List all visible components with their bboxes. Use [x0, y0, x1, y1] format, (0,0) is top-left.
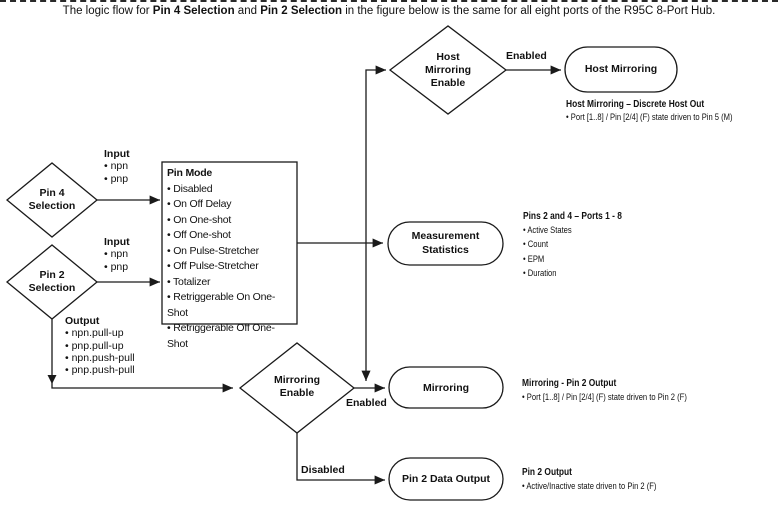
host-mirroring-annotation: Host Mirroring – Discrete Host Out • Por…: [566, 98, 733, 124]
disabled-tag: Disabled: [301, 464, 345, 476]
pin-mode-item: • Disabled: [167, 182, 213, 195]
annotation-item: • Active/Inactive state driven to Pin 2 …: [522, 480, 657, 492]
output-header: Output: [65, 315, 100, 327]
pin-2-selection-label: Pin 2 Selection: [7, 269, 97, 295]
host-mirroring-enable-label: Host Mirroring Enable: [398, 51, 498, 90]
hme-line2: Mirroring: [424, 64, 472, 76]
annotation-item: • Active States: [523, 224, 572, 236]
pin-4-selection-diamond: [5, 162, 99, 238]
output-item: • npn.push-pull: [65, 351, 135, 364]
hme-line3: Enable: [430, 77, 466, 89]
mirroring-annotation: Mirroring - Pin 2 Output • Port [1..8] /…: [522, 377, 687, 404]
output-item: • npn.pull-up: [65, 327, 124, 340]
pin-2-selection-diamond: [5, 244, 99, 320]
pin-2-data-output-oval: [388, 457, 504, 501]
annotation-title: Mirroring - Pin 2 Output: [522, 377, 617, 389]
hme-line1: Host: [436, 51, 460, 63]
measurement-statistics-label: Measurement Statistics: [388, 230, 503, 257]
caption-bold-pin4: Pin 4 Selection: [152, 5, 235, 17]
me-line2: Enable: [279, 387, 315, 399]
mirroring-enable-diamond: [238, 342, 356, 434]
arrow-branch-to-host-mirroring-enable: [365, 65, 386, 243]
pin-2-line1: Pin 2: [39, 269, 65, 281]
pin-4-line2: Selection: [28, 200, 76, 212]
input-item: • pnp: [104, 172, 129, 185]
pin-2-line2: Selection: [28, 282, 76, 294]
arrow-disabled-to-pin2-data-output: [296, 433, 385, 485]
host-mirroring-label: Host Mirroring: [584, 63, 658, 75]
pin-mode-item: • On Off Delay: [167, 198, 232, 210]
enabled-tag-mirroring: Enabled: [346, 397, 387, 409]
caption-bold-pin2: Pin 2 Selection: [260, 5, 342, 17]
arrow-pin2-to-mirroring-enable: [51, 319, 233, 393]
annotation-title: Host Mirroring – Discrete Host Out: [566, 98, 705, 110]
annotation-item: • Port [1..8] / Pin [2/4] (F) state driv…: [566, 112, 733, 123]
pin-mode-title: Pin Mode: [167, 167, 213, 179]
caption-text: in the figure below is the same for all …: [342, 5, 716, 17]
pin-mode-item: • Off One-shot: [167, 229, 231, 241]
pin-4-line1: Pin 4: [39, 187, 65, 199]
pin-mode-item: • Retriggerable Off One-Shot: [167, 322, 275, 350]
mirroring-enable-label: Mirroring Enable: [247, 374, 347, 400]
pin-mode-item: • Totalizer: [167, 275, 211, 288]
caption-text: The logic flow for: [62, 5, 153, 17]
input-item: • npn: [104, 160, 129, 173]
pin4-input-list: Input • npn • pnp: [104, 148, 130, 185]
measurement-annotation: Pins 2 and 4 – Ports 1 - 8 • Active Stat…: [523, 209, 622, 282]
pin2-output-annotation: Pin 2 Output • Active/Inactive state dri…: [522, 466, 656, 493]
annotation-item: • Duration: [523, 268, 557, 279]
annotation-title: Pins 2 and 4 – Ports 1 - 8: [523, 210, 622, 222]
pin2-output-list: Output • npn.pull-up • pnp.pull-up • npn…: [65, 315, 135, 376]
output-item: • pnp.pull-up: [65, 339, 124, 352]
pin-mode-item: • Off Pulse-Stretcher: [167, 260, 259, 272]
ms-line1: Measurement: [411, 230, 480, 242]
output-item: • pnp.push-pull: [65, 364, 135, 377]
pin2-input-list: Input • npn • pnp: [104, 236, 130, 273]
input-header: Input: [104, 148, 130, 160]
pin-2-data-output-label: Pin 2 Data Output: [401, 473, 491, 485]
input-item: • pnp: [104, 260, 129, 273]
me-line1: Mirroring: [273, 374, 321, 386]
annotation-item: • EPM: [523, 253, 545, 265]
annotation-item: • Port [1..8] / Pin [2/4] (F) state driv…: [522, 391, 687, 403]
pin-mode-item: • On One-shot: [167, 213, 232, 226]
input-item: • npn: [104, 248, 129, 261]
pin-mode-item: • Retriggerable On One-Shot: [167, 291, 276, 319]
host-mirroring-enable-diamond: [388, 25, 508, 115]
pin-mode-list: Pin Mode • Disabled • On Off Delay • On …: [167, 166, 295, 352]
mirroring-label: Mirroring: [422, 382, 470, 394]
down-arrowhead-pin2-branch: [47, 375, 57, 384]
pin-mode-box: [161, 161, 298, 325]
annotation-title: Pin 2 Output: [522, 466, 572, 478]
measurement-statistics-oval: [387, 221, 504, 266]
caption-text: and: [234, 5, 261, 17]
ms-line2: Statistics: [422, 243, 469, 256]
enabled-tag-host: Enabled: [506, 50, 547, 62]
page-break-dashed-line: [0, 0, 778, 2]
input-header: Input: [104, 236, 130, 248]
figure-caption: The logic flow for Pin 4 Selection and P…: [0, 5, 778, 17]
pin-mode-item: • On Pulse-Stretcher: [167, 244, 259, 257]
annotation-item: • Count: [523, 239, 549, 250]
pin-4-selection-label: Pin 4 Selection: [7, 187, 97, 213]
host-mirroring-oval: [564, 46, 678, 93]
mirroring-oval: [388, 366, 504, 409]
